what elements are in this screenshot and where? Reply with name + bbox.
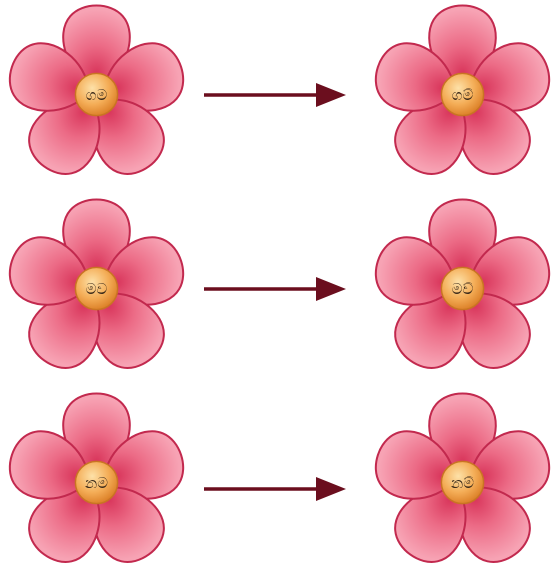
arrow-right-icon: [204, 474, 346, 504]
flower-icon: මව්: [370, 196, 555, 381]
flower-icon: නම්: [370, 390, 555, 575]
flower-icon: මව: [4, 196, 189, 381]
pair-row-2: මව මව්: [0, 196, 556, 381]
flower-icon: ගම්: [370, 2, 555, 187]
flower-icon: ගම: [4, 2, 189, 187]
pair-row-3: නම නම්: [0, 390, 556, 575]
pair-row-1: ගම ගම්: [0, 2, 556, 187]
arrow-right-icon: [204, 80, 346, 110]
flower-icon: නම: [4, 390, 189, 575]
arrow-right-icon: [204, 274, 346, 304]
